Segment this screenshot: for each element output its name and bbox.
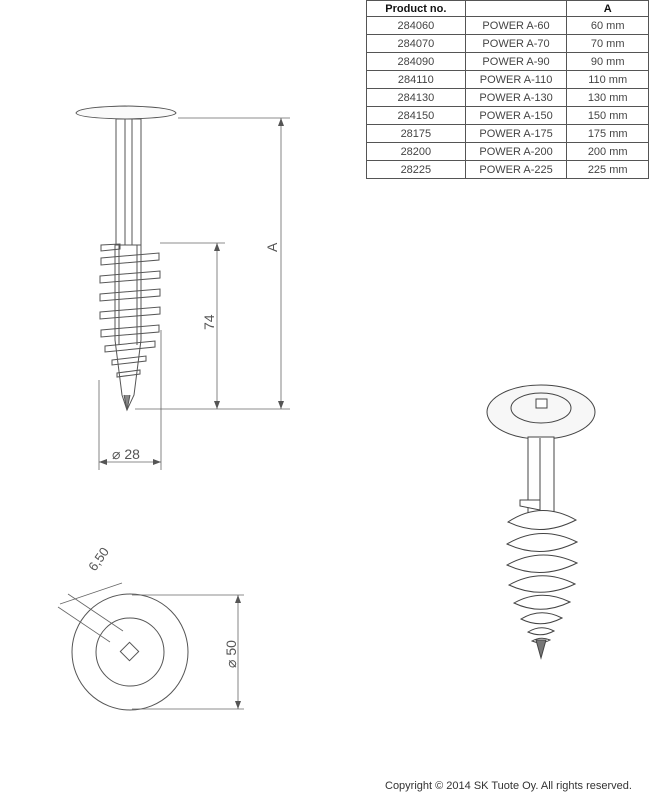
cell-model: POWER A-225 — [464, 160, 568, 179]
head-outer-circle — [71, 593, 189, 711]
dimension-a-label: A — [264, 242, 280, 252]
dimension-lines — [98, 117, 290, 470]
cell-product-no: 284070 — [366, 34, 466, 53]
dimension-thread-diameter-label: ⌀ 28 — [112, 446, 140, 462]
iso-tip — [535, 639, 547, 660]
top-view-dimensions — [57, 582, 244, 710]
cell-length: 175 mm — [566, 124, 649, 143]
thread-core — [114, 244, 142, 412]
cell-product-no: 284130 — [366, 88, 466, 107]
head-plate — [75, 105, 177, 120]
dimension-head-diameter-label: ⌀ 50 — [223, 640, 239, 668]
iso-thread-flights — [505, 499, 579, 644]
dimension-socket-size-label: 6,50 — [85, 544, 112, 573]
thread-flights — [99, 243, 161, 378]
dimension-thread-length-label: 74 — [201, 314, 217, 330]
iso-head-inner — [510, 392, 572, 424]
isometric-view — [486, 384, 596, 660]
iso-socket — [535, 398, 548, 409]
copyright-text: Copyright © 2014 SK Tuote Oy. All rights… — [385, 780, 632, 792]
screw-tip — [123, 394, 131, 411]
socket-square — [119, 641, 140, 662]
cell-product-no: 28225 — [366, 160, 466, 179]
cell-length: 225 mm — [566, 160, 649, 179]
cell-length: 150 mm — [566, 106, 649, 125]
head-inner-circle — [95, 617, 165, 687]
shaft — [115, 118, 142, 246]
cell-product-no: 28200 — [366, 142, 466, 161]
top-view — [71, 593, 189, 711]
cell-model: POWER A-90 — [464, 52, 568, 71]
cell-length: 70 mm — [566, 34, 649, 53]
side-view — [75, 105, 177, 412]
